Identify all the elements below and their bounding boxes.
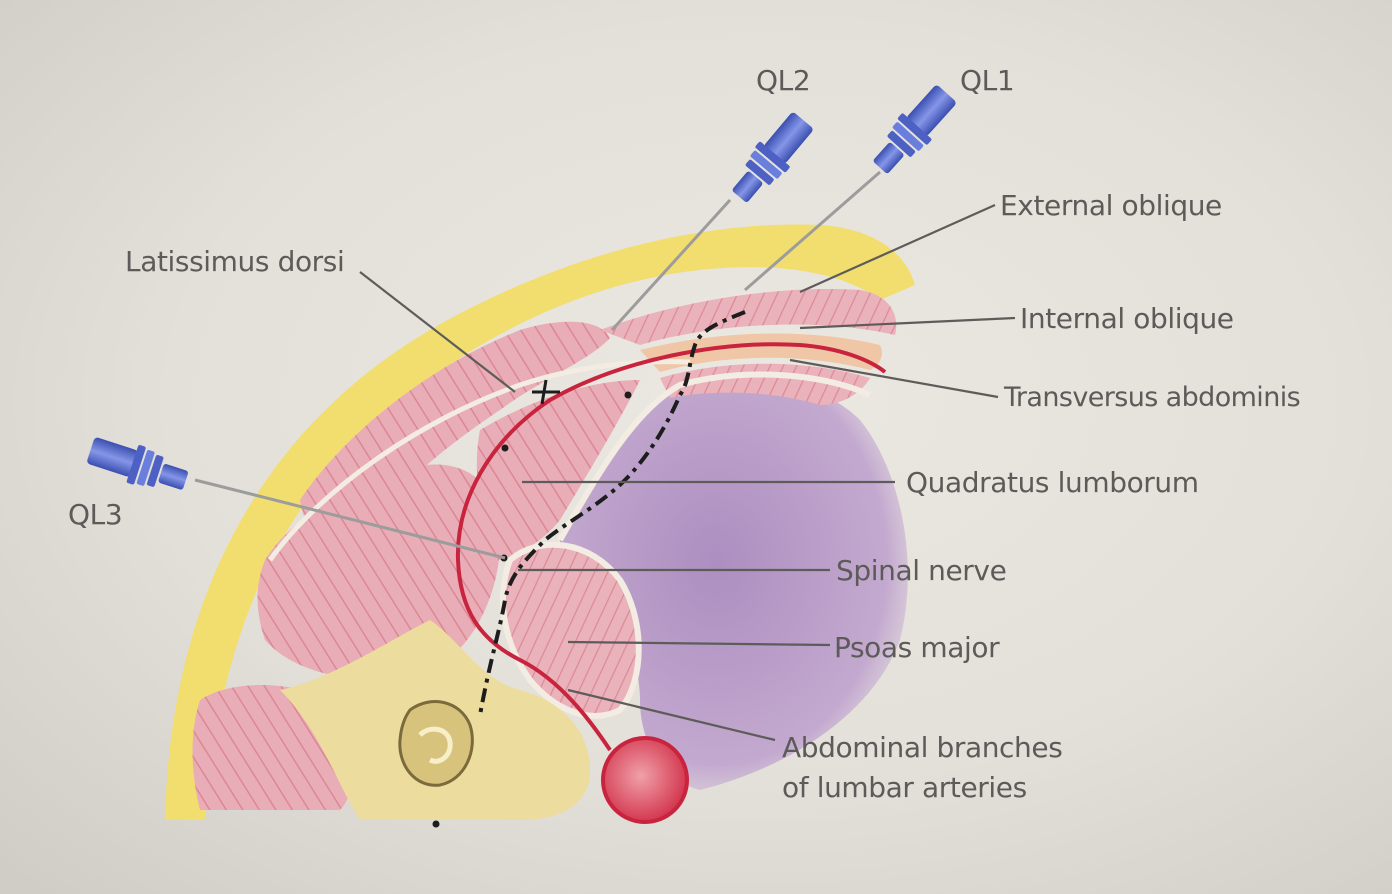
peritoneal-cavity [560, 376, 908, 790]
internal-oblique-muscle [640, 333, 882, 372]
psoas-major-muscle [499, 541, 642, 719]
spinal-needle-icon [732, 112, 813, 202]
label-external-oblique: External oblique [1000, 189, 1222, 222]
label-ql1: QL1 [960, 64, 1014, 97]
external-oblique-muscle [600, 289, 897, 345]
label-spinal-nerve: Spinal nerve [836, 554, 1006, 587]
label-abdominal-branches-line1: Abdominal branches [782, 731, 1062, 764]
leader-external-oblique [799, 203, 996, 294]
aorta [601, 736, 689, 824]
ql1-needle-shaft [744, 170, 881, 292]
spinal-needle-icon [873, 85, 956, 174]
transversus-abdominis-muscle [660, 363, 870, 405]
label-internal-oblique: Internal oblique [1020, 302, 1234, 335]
ql1-needle-tip [624, 391, 632, 399]
label-abdominal-branches-line2: of lumbar arteries [782, 771, 1027, 804]
leader-psoas-major [567, 640, 831, 647]
spinal-needle-icon [87, 437, 188, 490]
ql3-needle-shaft [194, 478, 506, 560]
label-latissimus-dorsi: Latissimus dorsi [125, 245, 344, 278]
spinal-cord-icon [418, 726, 453, 764]
label-ql2: QL2 [756, 64, 810, 97]
lumbar-artery-branch [455, 342, 887, 752]
leader-latissimus-dorsi [359, 271, 516, 393]
label-transversus-abdominis: Transversus abdominis [1003, 382, 1300, 413]
leader-internal-oblique [799, 316, 1016, 330]
leader-abdominal-branches [567, 688, 776, 742]
thoracolumbar-fascia [267, 359, 691, 562]
ql2-needle-shaft [610, 198, 732, 332]
anaesthetic-spread-line [478, 310, 746, 716]
label-ql3: QL3 [68, 498, 122, 531]
spinal-canal [398, 700, 474, 787]
transversalis-fascia [557, 371, 872, 542]
target-cross-icon [532, 379, 560, 405]
erector-spinae-muscle [257, 464, 501, 679]
ql2-needle-tip [501, 444, 509, 452]
leader-transversus-abdominis [789, 358, 999, 399]
label-psoas-major: Psoas major [834, 631, 1000, 664]
label-quadratus-lumborum: Quadratus lumborum [906, 466, 1199, 499]
reference-dot [432, 820, 440, 828]
